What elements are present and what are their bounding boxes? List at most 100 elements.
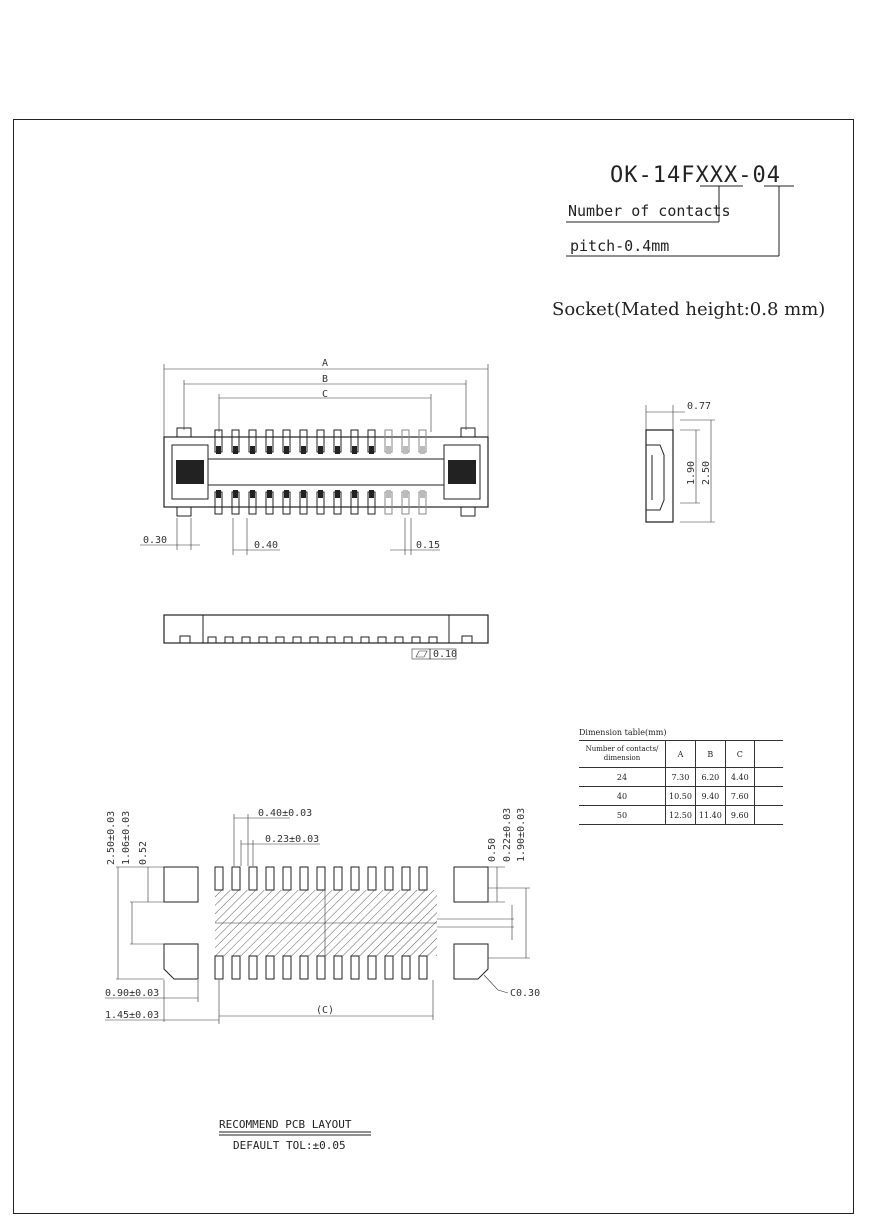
contact-lower-tip xyxy=(267,490,272,498)
table-cell: 6.20 xyxy=(694,767,726,787)
front-contact xyxy=(343,636,353,644)
front-contact xyxy=(360,636,370,644)
pcb-layout-caption: RECOMMEND PCB LAYOUT xyxy=(219,1118,352,1131)
front-contact xyxy=(224,636,234,644)
table-cell xyxy=(753,805,783,825)
top-view: A B C 0.30 0.40 0.15 xyxy=(140,358,489,555)
pcb-pad-lower xyxy=(299,955,309,980)
contact-upper-tip xyxy=(301,446,306,454)
contact-lower-tip xyxy=(284,490,289,498)
tolerance-note: DEFAULT TOL:±0.05 xyxy=(233,1139,346,1152)
pcb-pad-upper xyxy=(316,866,326,891)
part-number-block: OK-14FXXX-04 Number of contacts pitch-0.… xyxy=(566,163,794,257)
pcb-pad-upper xyxy=(282,866,292,891)
pcb-pad-lower xyxy=(214,955,224,980)
contact-lower-tip xyxy=(318,490,323,498)
table-cell: 50 xyxy=(579,805,666,825)
dim-left-2: 1.06±0.03 xyxy=(121,811,132,865)
front-contact xyxy=(394,636,404,644)
pcb-pad-lower xyxy=(367,955,377,980)
contact-upper-tip xyxy=(403,446,408,454)
pcb-pad-upper xyxy=(367,866,377,891)
front-contact xyxy=(292,636,302,644)
pcb-pad-lower xyxy=(265,955,275,980)
contact-lower-tip xyxy=(233,490,238,498)
pcb-pad-lower xyxy=(333,955,343,980)
pcb-pad-lower xyxy=(401,955,411,980)
side-view: 0.77 1.90 2.50 xyxy=(645,401,715,523)
dim-c-pcb: (C) xyxy=(316,1005,334,1016)
pcb-pad-lower xyxy=(282,955,292,980)
table-cell: 7.60 xyxy=(724,786,755,806)
front-contact xyxy=(241,636,251,644)
contact-upper-tip xyxy=(335,446,340,454)
front-contact xyxy=(207,636,217,644)
dim-145: 1.45±0.03 xyxy=(105,1010,159,1021)
contact-upper-tip xyxy=(318,446,323,454)
contact-lower-tip xyxy=(403,490,408,498)
contact-upper-tip xyxy=(216,446,221,454)
pcb-pad-upper xyxy=(231,866,241,891)
socket-title: Socket(Mated height:0.8 mm) xyxy=(552,299,825,320)
contact-upper-tip xyxy=(369,446,374,454)
contact-upper-tip xyxy=(386,446,391,454)
pcb-pad-lower xyxy=(248,955,258,980)
dim-right-3: 1.90±0.03 xyxy=(516,808,527,862)
table-cell xyxy=(753,786,783,806)
drawing-frame xyxy=(13,119,854,1214)
pcb-pad-upper xyxy=(299,866,309,891)
table-cell: C xyxy=(724,740,755,768)
pitch-label: pitch-0.4mm xyxy=(570,237,669,255)
dimension-table-caption: Dimension table(mm) xyxy=(579,728,667,737)
dim-250: 2.50 xyxy=(701,461,712,485)
dim-pitch: 0.40±0.03 xyxy=(258,808,312,819)
table-cell: 11.40 xyxy=(694,805,726,825)
dim-030: 0.30 xyxy=(143,535,167,546)
front-contact xyxy=(411,636,421,644)
contact-lower-tip xyxy=(386,490,391,498)
table-cell: 9.40 xyxy=(694,786,726,806)
contact-lower-tip xyxy=(216,490,221,498)
front-contact xyxy=(428,636,438,644)
table-cell: A xyxy=(665,740,696,768)
table-cell: 4.40 xyxy=(724,767,755,787)
table-cell xyxy=(753,767,783,787)
contact-upper-tip xyxy=(420,446,425,454)
front-contact xyxy=(377,636,387,644)
dim-040: 0.40 xyxy=(254,540,278,551)
pcb-pad-upper xyxy=(384,866,394,891)
flatness-value: 0.10 xyxy=(433,649,457,660)
pcb-pad-upper xyxy=(248,866,258,891)
front-view-contacts xyxy=(207,636,438,644)
contact-upper-tip xyxy=(250,446,255,454)
chamfer-label: C0.30 xyxy=(510,988,540,999)
table-cell: Number of contacts/ dimension xyxy=(579,740,666,768)
dimension-table: Dimension table(mm) Number of contacts/ … xyxy=(579,728,783,825)
pcb-pad-upper xyxy=(214,866,224,891)
contact-upper-tip xyxy=(267,446,272,454)
pcb-pad-lower xyxy=(231,955,241,980)
front-contact xyxy=(258,636,268,644)
dim-left-3: 0.52 xyxy=(138,841,149,865)
pcb-signal-pads xyxy=(214,866,428,980)
dim-a: A xyxy=(322,358,328,369)
pcb-pad-upper xyxy=(401,866,411,891)
part-number-code: OK-14FXXX-04 xyxy=(610,163,781,188)
contact-lower-tip xyxy=(301,490,306,498)
dim-090: 0.90±0.03 xyxy=(105,988,159,999)
dim-077: 0.77 xyxy=(687,401,711,412)
contact-lower-tip xyxy=(420,490,425,498)
table-cell: B xyxy=(694,740,726,768)
pcb-pad-upper xyxy=(418,866,428,891)
table-cell: 12.50 xyxy=(665,805,696,825)
contact-upper-tip xyxy=(233,446,238,454)
pcb-pad-lower xyxy=(350,955,360,980)
pcb-pad-lower xyxy=(316,955,326,980)
top-view-contacts xyxy=(214,429,427,515)
contact-upper-tip xyxy=(352,446,357,454)
front-contact xyxy=(309,636,319,644)
